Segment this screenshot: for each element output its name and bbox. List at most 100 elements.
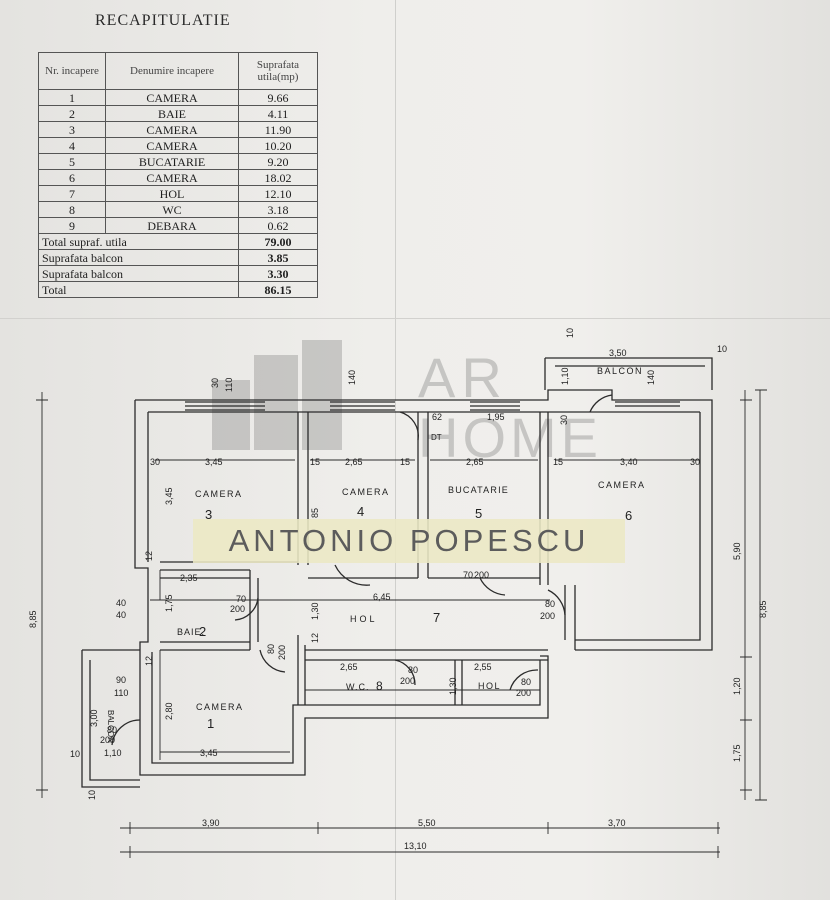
dim-label: 30 (690, 457, 700, 467)
dim-label: 2,65 (340, 662, 358, 672)
dim-label: 12 (144, 656, 154, 666)
partition-wall (297, 635, 306, 705)
partition-wall (160, 569, 250, 579)
header-room-name: Denumire incapere (105, 52, 239, 90)
inner-wall-offset (147, 411, 701, 641)
dim-label: 200 (516, 688, 531, 698)
balcony-outline (81, 649, 140, 788)
room-number-8: 8 (376, 679, 383, 693)
dim-label: 200 (277, 645, 287, 660)
room-label-balcon-left: BALCON (106, 710, 115, 743)
watermark-brand-line2: HOME (418, 406, 602, 469)
window (330, 401, 395, 411)
door-swing (394, 659, 416, 686)
room-name: CAMERA (105, 137, 239, 154)
dim-label: 5,90 (732, 542, 742, 560)
room-label-camera-1: CAMERA (196, 702, 244, 712)
outer-wall (134, 400, 549, 776)
dim-label: 2,80 (164, 702, 174, 720)
dim-label: 1,75 (732, 744, 742, 762)
dim-label: 10 (565, 328, 575, 338)
dimension-line (740, 389, 767, 801)
door-swing (234, 597, 259, 621)
partition-wall (249, 570, 259, 650)
room-number-4: 4 (357, 504, 364, 519)
room-label-baie: BAIE. (177, 627, 205, 637)
watermark-brand-line1: AR (418, 346, 508, 409)
door-swing (479, 577, 506, 596)
dim-label: 1,30 (448, 677, 458, 695)
dim-label: 85 (310, 508, 320, 518)
agency-logo-icon (212, 340, 342, 450)
total-label: Total supraf. utila (38, 233, 239, 250)
dim-label: 90 (116, 675, 126, 685)
dim-label: 8,85 (28, 610, 38, 628)
dim-label: 5,50 (418, 818, 436, 828)
paper-fold-vertical (395, 0, 396, 900)
room-name: WC (105, 201, 239, 218)
dim-label: 15 (400, 457, 410, 467)
balcony-outline (544, 357, 713, 390)
dim-label: 110 (224, 378, 234, 392)
room-label-camera-6: CAMERA (598, 480, 646, 490)
dim-label: 62 (432, 412, 442, 422)
dim-label: 80 (521, 677, 531, 687)
dim-label: 3,70 (608, 818, 626, 828)
dim-label: 6,45 (373, 592, 391, 602)
total-value: 86.15 (238, 281, 318, 298)
room-area: 18.02 (238, 169, 318, 186)
room-number-1: 1 (207, 716, 214, 731)
area-summary-table: Nr. incapere Denumire incapere Suprafata… (38, 52, 318, 298)
summary-title: RECAPITULATIE (95, 12, 231, 29)
dim-label: 2,65 (466, 457, 484, 467)
dim-label: 40 (116, 610, 126, 620)
room-label-hol-2: HOL (478, 681, 501, 691)
dim-label: 140 (347, 370, 357, 385)
dim-label: 70 (236, 594, 246, 604)
dim-label: 140 (646, 370, 656, 385)
door-swing (589, 394, 613, 413)
dim-label: 80 (107, 725, 117, 735)
dim-label: 2,55 (474, 662, 492, 672)
dim-label: 8,85 (758, 600, 768, 618)
dim-label: 12 (144, 551, 154, 561)
door-swing (111, 719, 141, 746)
dim-label: 2,65 (345, 457, 363, 467)
room-label-wc: W.C. (346, 682, 370, 692)
dim-label: 40 (116, 598, 126, 608)
door-swing (334, 564, 371, 586)
dim-label: 10 (717, 344, 727, 354)
dim-label: 200 (400, 676, 415, 686)
dim-label: 80 (408, 665, 418, 675)
room-name: BUCATARIE (105, 153, 239, 170)
room-number-2: 2 (199, 624, 206, 639)
dim-label: 10 (70, 749, 80, 759)
dim-label: 3,50 (609, 348, 627, 358)
dimension-line (159, 570, 540, 760)
dimension-line (120, 846, 720, 858)
door-swing (259, 649, 286, 673)
dim-label: 200 (474, 570, 489, 580)
dim-label: 70 (463, 570, 473, 580)
table-header-row: Nr. incapere Denumire incapere Suprafata… (38, 52, 318, 90)
room-label-dt: DT (431, 433, 442, 442)
dim-label: 1,75 (164, 594, 174, 612)
room-name: BAIE (105, 105, 239, 122)
dim-label: 1,20 (732, 677, 742, 695)
dim-label: 110 (114, 688, 128, 698)
room-area: 9.20 (238, 153, 318, 170)
room-number-6: 6 (625, 508, 632, 523)
dim-label: 3,45 (164, 487, 174, 505)
room-label-balcon-top: BALCON (597, 366, 643, 376)
partition-wall (160, 641, 250, 651)
room-area: 12.10 (238, 185, 318, 202)
dim-label: 12 (310, 633, 320, 643)
